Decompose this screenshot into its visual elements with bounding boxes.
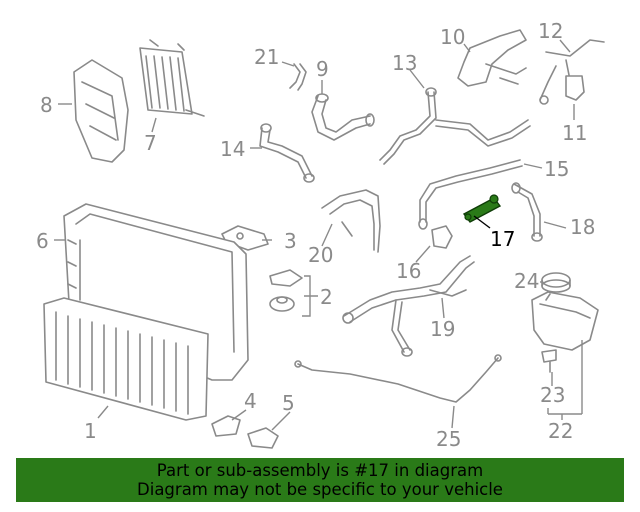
part-4-bracket <box>211 415 241 437</box>
banner-line-1: Part or sub-assembly is #17 in diagram <box>156 461 484 480</box>
part-info-banner: Part or sub-assembly is #17 in diagram D… <box>16 458 624 502</box>
part-15-pipe <box>418 159 523 230</box>
callout-11: 11 <box>562 121 587 145</box>
leader-lines <box>54 39 583 431</box>
callout-13: 13 <box>392 51 417 75</box>
callout-19: 19 <box>430 317 455 341</box>
part-17-highlighted <box>462 194 502 223</box>
callout-3: 3 <box>284 229 297 253</box>
part-10-hose <box>457 29 527 87</box>
part-20-bracket <box>321 189 381 253</box>
callout-15: 15 <box>544 157 569 181</box>
callout-1: 1 <box>84 419 97 443</box>
part-18-hose <box>511 182 543 242</box>
callout-14: 14 <box>220 137 245 161</box>
callout-4: 4 <box>244 389 257 413</box>
part-9-hose <box>311 93 375 141</box>
callout-5: 5 <box>282 391 295 415</box>
callout-8: 8 <box>40 93 53 117</box>
part-5-bracket <box>247 427 279 449</box>
part-7-cooler <box>139 39 205 117</box>
callout-labels: 1 2 3 4 5 6 7 8 9 10 11 12 13 14 15 16 1… <box>36 19 595 451</box>
callout-20: 20 <box>308 243 333 267</box>
part-23-sensor <box>541 349 557 373</box>
part-8-shroud <box>73 59 129 163</box>
part-14-hose <box>259 123 315 183</box>
callout-25: 25 <box>436 427 461 451</box>
callout-21: 21 <box>254 45 279 69</box>
callout-7: 7 <box>144 131 157 155</box>
callout-12: 12 <box>538 19 563 43</box>
callout-6: 6 <box>36 229 49 253</box>
callout-24: 24 <box>514 269 539 293</box>
callout-18: 18 <box>570 215 595 239</box>
callout-2: 2 <box>320 285 333 309</box>
callout-17: 17 <box>490 227 515 251</box>
part-24-cap <box>541 272 571 293</box>
part-21-hose <box>289 63 307 91</box>
part-25-line <box>294 354 502 403</box>
callout-16: 16 <box>396 259 421 283</box>
banner-line-2: Diagram may not be specific to your vehi… <box>137 480 503 499</box>
part-13-pipe <box>379 87 531 165</box>
callout-10: 10 <box>440 25 465 49</box>
callout-23: 23 <box>540 383 565 407</box>
part-11-fitting <box>565 75 585 101</box>
part-1-radiator <box>43 297 209 421</box>
part-2-mounts <box>269 269 303 312</box>
callout-9: 9 <box>316 57 329 81</box>
part-22-tank <box>531 291 599 351</box>
part-16-valve <box>431 225 453 249</box>
callout-22: 22 <box>548 419 573 443</box>
part-19-hose <box>342 255 475 357</box>
